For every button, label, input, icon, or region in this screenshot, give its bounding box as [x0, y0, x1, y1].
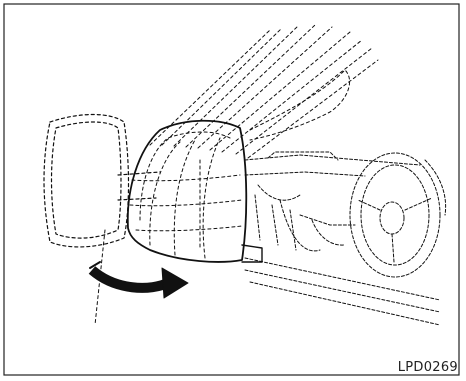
mirror-housing: [128, 121, 262, 262]
figure-reference-code: LPD0269: [398, 360, 458, 375]
door-sill: [245, 258, 440, 325]
windshield-pillar: [150, 25, 378, 158]
frame: [4, 4, 459, 375]
steering-wheel: [350, 153, 446, 277]
mirror-folded-outline: [44, 115, 160, 247]
dashboard: [245, 152, 420, 251]
fold-direction-arrow: [90, 262, 188, 298]
